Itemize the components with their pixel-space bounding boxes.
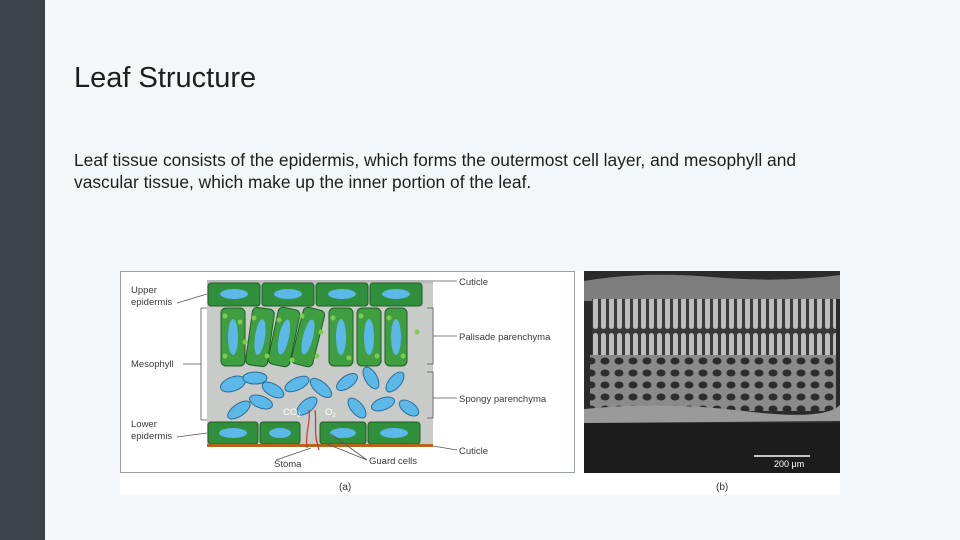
guard-cells-label: Guard cells	[369, 456, 417, 467]
micrograph-palisade-layer	[592, 299, 836, 357]
left-brackets	[176, 293, 368, 461]
leaf-micrograph-panel: 200 μm	[584, 271, 840, 473]
micrograph-lower-surface	[584, 405, 840, 423]
right-brackets	[427, 280, 458, 451]
micrograph-spongy-layer	[590, 355, 836, 411]
mesophyll-label: Mesophyll	[131, 359, 174, 370]
spongy-cells	[220, 366, 420, 420]
palisade-label: Palisade parenchyma	[459, 332, 551, 343]
sem-micrograph-image: 200 μm	[584, 271, 840, 473]
leaf-figure: CO2 O2 Upper epidermis Me	[120, 271, 840, 495]
upper-epidermis-cells	[207, 282, 423, 307]
slide-title: Leaf Structure	[74, 62, 257, 94]
slide-body-text: Leaf tissue consists of the epidermis, w…	[74, 150, 797, 192]
caption-b: (b)	[716, 482, 729, 493]
scale-bar-label: 200 μm	[774, 459, 804, 469]
gas-exchange-arrows	[305, 409, 320, 451]
upper-epidermis-label-line2: epidermis	[131, 297, 172, 308]
lower-epidermis-label-line2: epidermis	[131, 431, 172, 442]
co2-label: CO2	[283, 407, 301, 419]
upper-epidermis-label-line1: Upper	[131, 285, 157, 296]
leaf-diagram-panel: CO2 O2 Upper epidermis Me	[120, 271, 575, 473]
lower-epidermis-cells	[207, 421, 421, 445]
chloroplasts	[222, 313, 420, 363]
leaf-cross-section-diagram: CO2 O2 Upper epidermis Me	[131, 277, 551, 470]
stoma-label: Stoma	[274, 459, 302, 470]
upper-cuticle	[207, 280, 433, 283]
micrograph-upper-surface	[584, 274, 840, 301]
sidebar-stripe	[0, 0, 45, 540]
o2-label: O2	[325, 407, 336, 419]
cuticle-top-label: Cuticle	[459, 277, 488, 288]
caption-a: (a)	[339, 482, 352, 493]
cuticle-bottom-label: Cuticle	[459, 446, 488, 457]
spongy-label: Spongy parenchyma	[459, 394, 547, 405]
lower-cuticle	[207, 444, 433, 447]
lower-epidermis-label-line1: Lower	[131, 419, 157, 430]
